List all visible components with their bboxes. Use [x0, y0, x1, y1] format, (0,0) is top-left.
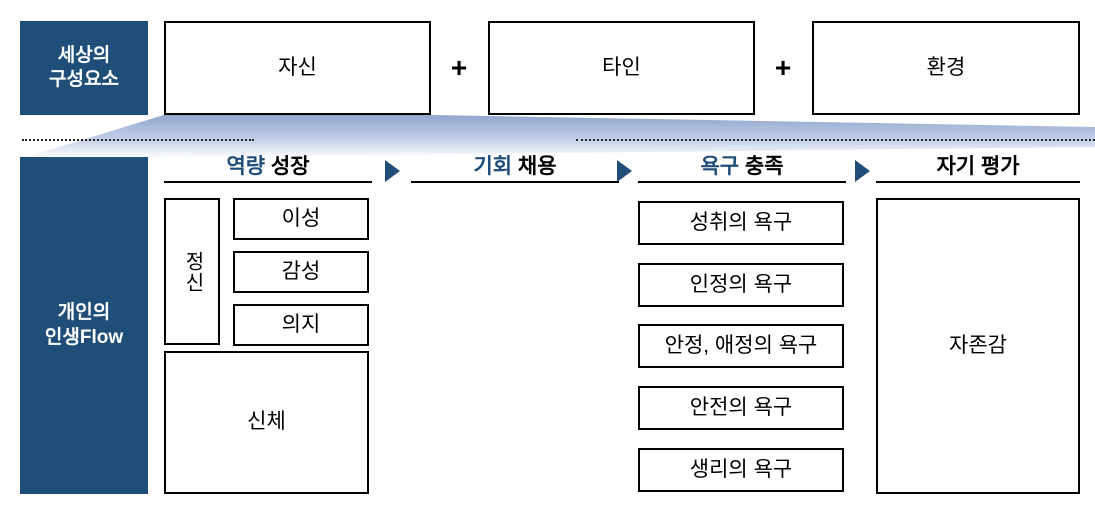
arrow-right-icon-3: [855, 160, 870, 182]
column-rule-3: [638, 181, 846, 184]
top-item-others: 타인: [488, 21, 755, 115]
need-item-achievement-label: 성취의 욕구: [689, 210, 793, 234]
self-evaluation-item-self-esteem: 자존감: [876, 198, 1080, 494]
divider-dotted-right: [576, 139, 1095, 141]
column-rule-4: [876, 181, 1080, 184]
capability-item-body-label: 신체: [247, 410, 286, 434]
column-header-needs-fulfillment: 욕구 충족: [638, 155, 846, 184]
mind-item-reason-label: 이성: [281, 206, 321, 230]
capability-item-body: 신체: [164, 351, 369, 494]
column-header-rest-3: 충족: [739, 155, 784, 178]
group-label-mind-text: 정신: [181, 250, 204, 293]
column-header-capability-growth: 역량 성장: [164, 155, 372, 184]
need-item-physiological: 생리의 욕구: [638, 448, 844, 492]
column-header-opportunity-adoption: 기회 채용: [411, 155, 619, 184]
top-band-side-label: 세상의 구성요소: [20, 21, 148, 115]
column-header-accent-3: 욕구: [700, 155, 740, 178]
plus-operator-2: +: [774, 52, 792, 83]
column-header-self-evaluation: 자기 평가: [876, 155, 1080, 184]
mind-item-emotion: 감성: [233, 251, 369, 293]
top-item-self-label: 자신: [278, 55, 317, 79]
arrow-right-icon-1: [385, 160, 400, 182]
mind-item-will-label: 의지: [281, 312, 321, 336]
column-header-opportunity-adoption-text: 기회 채용: [411, 155, 619, 181]
need-item-recognition-label: 인정의 욕구: [689, 272, 793, 296]
need-item-recognition: 인정의 욕구: [638, 263, 844, 307]
column-header-self-evaluation-text: 자기 평가: [876, 155, 1080, 181]
need-item-stability-affection-label: 안정, 애정의 욕구: [664, 333, 818, 357]
column-header-rest-2: 채용: [512, 155, 557, 178]
column-header-accent-2: 기회: [473, 155, 513, 178]
flow-ribbon-connector: [20, 115, 1095, 159]
mind-item-reason: 이성: [233, 198, 369, 240]
column-header-needs-fulfillment-text: 욕구 충족: [638, 155, 846, 181]
need-item-safety: 안전의 욕구: [638, 386, 844, 430]
need-item-achievement: 성취의 욕구: [638, 201, 844, 245]
top-item-self: 자신: [164, 21, 431, 115]
column-rule-1: [164, 181, 372, 184]
bottom-band-side-label: 개인의 인생Flow: [20, 157, 148, 494]
column-header-rest-1: 성장: [265, 155, 310, 178]
top-item-others-label: 타인: [602, 55, 641, 79]
self-evaluation-item-self-esteem-label: 자존감: [949, 333, 1007, 357]
top-item-environment: 환경: [812, 21, 1080, 115]
column-rule-2: [411, 181, 619, 184]
mind-item-emotion-label: 감성: [281, 259, 321, 283]
need-item-physiological-label: 생리의 욕구: [689, 457, 793, 481]
column-header-rest-4: 자기 평가: [936, 155, 1020, 178]
group-label-mind: 정신: [164, 198, 220, 345]
mind-item-will: 의지: [233, 304, 369, 346]
divider-dotted-left: [22, 139, 254, 141]
column-header-capability-growth-text: 역량 성장: [164, 155, 372, 181]
need-item-safety-label: 안전의 욕구: [689, 395, 793, 419]
need-item-stability-affection: 안정, 애정의 욕구: [638, 324, 844, 368]
column-header-accent-1: 역량: [226, 155, 266, 178]
top-item-environment-label: 환경: [926, 55, 966, 79]
plus-operator-1: +: [450, 52, 468, 83]
arrow-right-icon-2: [617, 160, 632, 182]
